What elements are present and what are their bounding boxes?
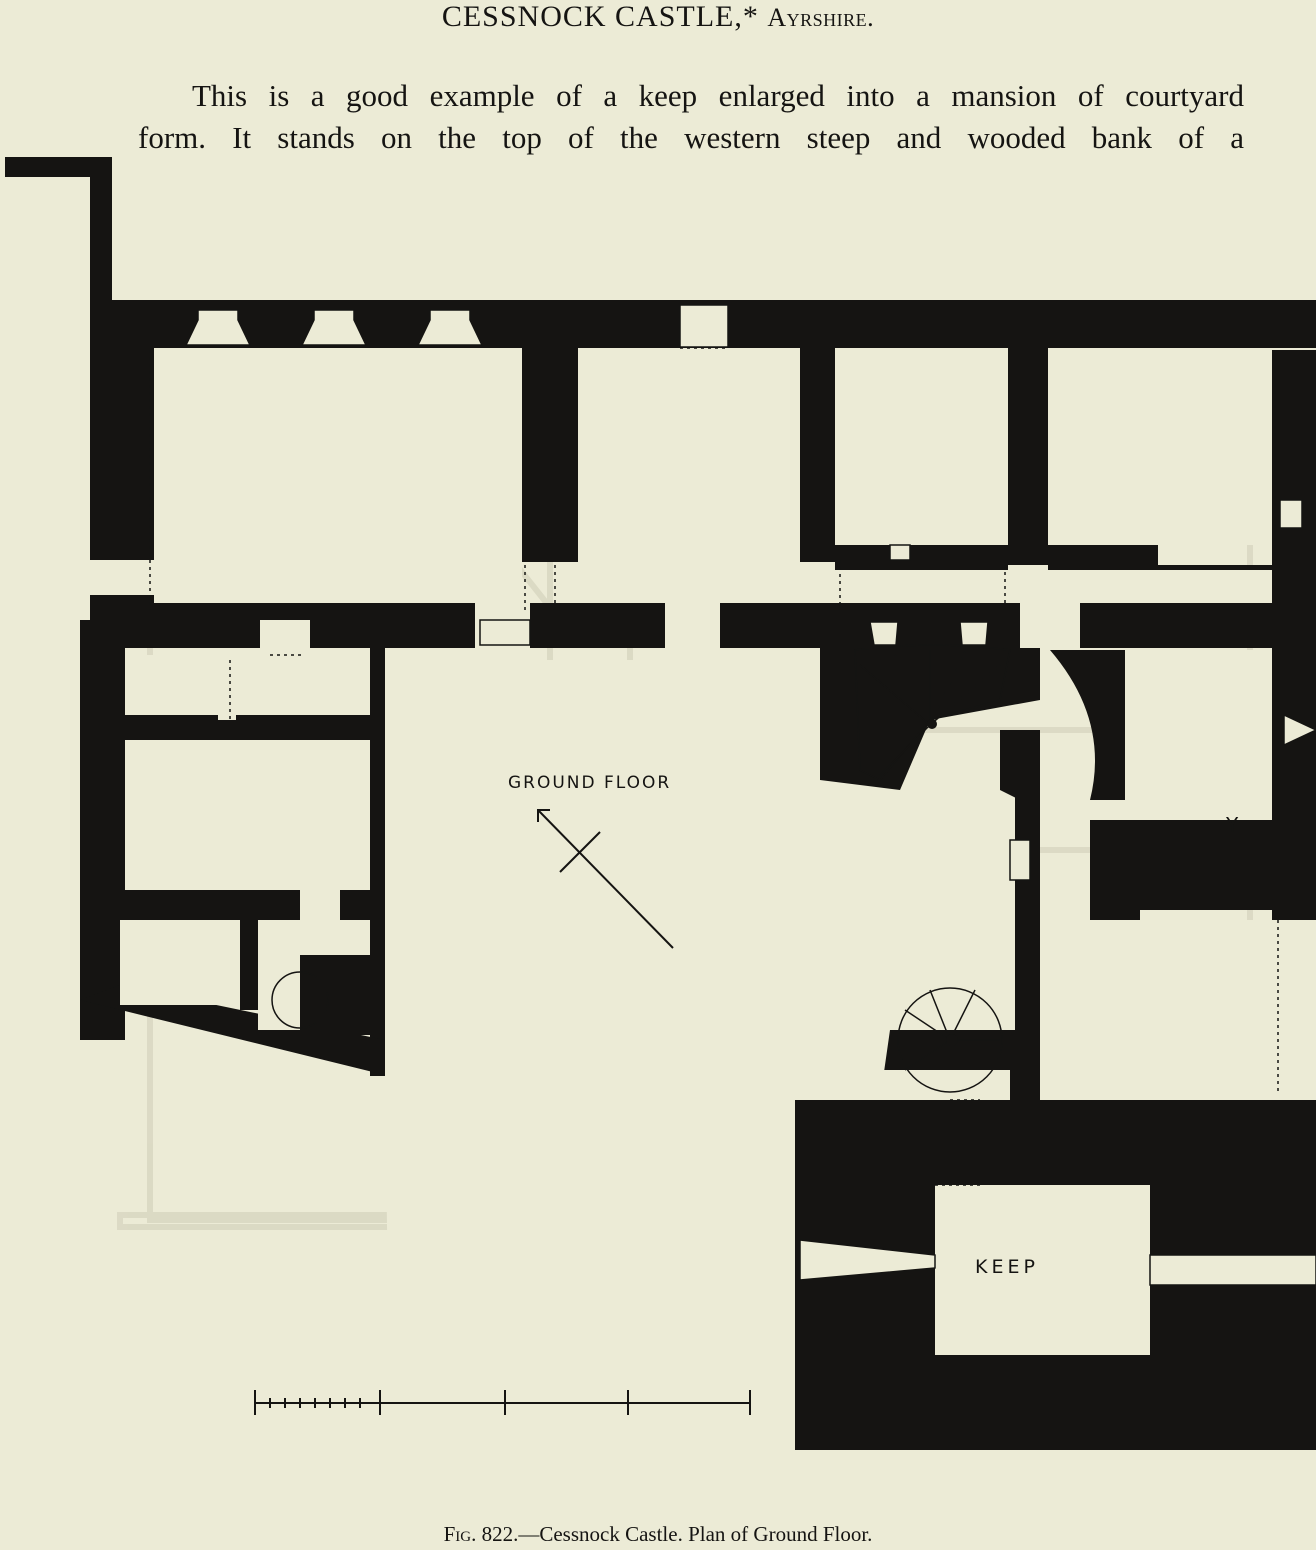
- dotted-thresholds: [149, 347, 1279, 1186]
- north-arrow: [537, 809, 674, 949]
- page-heading: CESSNOCK CASTLE,* Ayrshire.: [0, 0, 1316, 40]
- ground-floor-plan: GROUND FLOOR KEEP Y: [5, 157, 1316, 1450]
- stair-newel: [927, 719, 937, 729]
- caption-text: —Cessnock Castle. Plan of Ground Floor.: [518, 1522, 873, 1546]
- window-openings: [184, 304, 1316, 1286]
- heading-title: CESSNOCK CASTLE,*: [441, 0, 759, 33]
- scale-bar: [254, 1390, 751, 1415]
- door-openings: [90, 560, 1080, 955]
- paragraph-line-1: This is a good example of a keep enlarge…: [192, 78, 1244, 113]
- figure-caption: Fig. 822.—Cessnock Castle. Plan of Groun…: [0, 1522, 1316, 1547]
- caption-fig: Fig. 822.: [443, 1522, 519, 1546]
- heading-county: Ayrshire.: [767, 3, 875, 32]
- paragraph-line-2: form. It stands on the top of the wester…: [138, 120, 1244, 155]
- ground-floor-label: GROUND FLOOR: [508, 773, 671, 793]
- spiral-staircases: [271, 644, 1011, 1093]
- keep-label: KEEP: [975, 1256, 1039, 1278]
- y-mark: Y: [1225, 813, 1239, 837]
- plan-rooms: [120, 348, 1272, 1450]
- stair-newel: [946, 1034, 958, 1046]
